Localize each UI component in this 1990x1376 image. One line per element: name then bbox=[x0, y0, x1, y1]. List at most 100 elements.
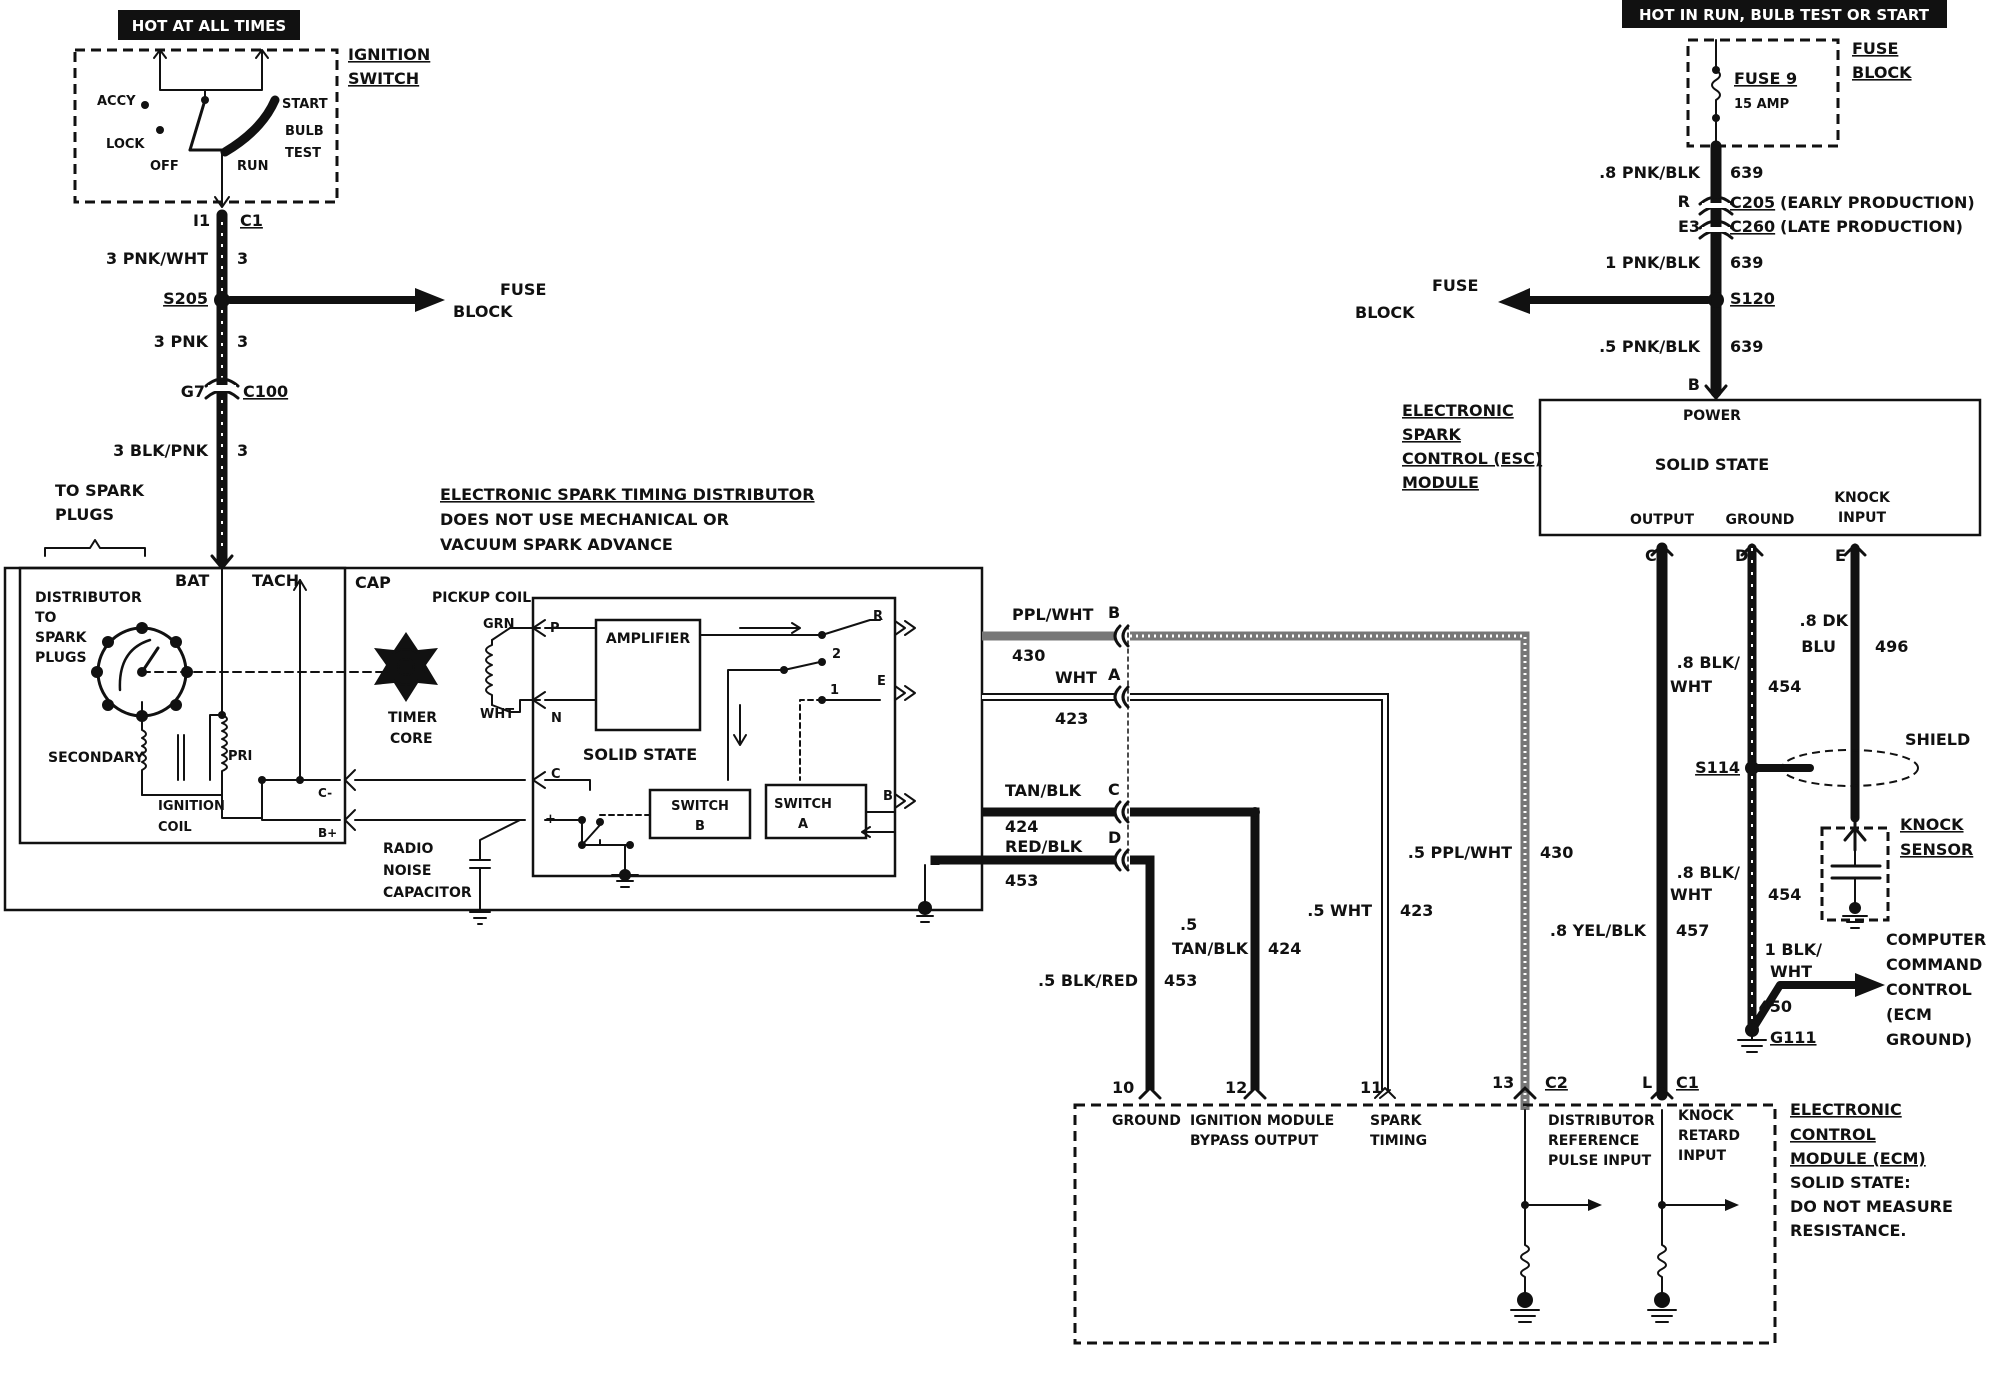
svg-text:MODULE: MODULE bbox=[1402, 473, 1479, 492]
svg-text:WHT: WHT bbox=[1670, 677, 1712, 696]
svg-text:TO: TO bbox=[35, 610, 57, 626]
svg-text:IGNITION: IGNITION bbox=[158, 799, 225, 814]
svg-text:S205: S205 bbox=[163, 289, 208, 308]
svg-text:ACCY: ACCY bbox=[97, 94, 136, 109]
svg-text:PPL/WHT: PPL/WHT bbox=[1012, 605, 1094, 624]
ignition-switch: IGNITION SWITCH ACCY LOCK OFF RUN START … bbox=[73, 45, 430, 230]
svg-text:GROUND: GROUND bbox=[1112, 1113, 1181, 1129]
svg-text:SWITCH: SWITCH bbox=[348, 69, 419, 88]
svg-text:COIL: COIL bbox=[158, 820, 192, 835]
svg-text:.8 BLK/: .8 BLK/ bbox=[1677, 863, 1741, 882]
svg-text:S114: S114 bbox=[1695, 758, 1740, 777]
svg-text:CAPACITOR: CAPACITOR bbox=[383, 885, 472, 901]
svg-text:NOISE: NOISE bbox=[383, 863, 431, 879]
svg-text:(ECM: (ECM bbox=[1886, 1005, 1932, 1024]
svg-text:FUSE 9: FUSE 9 bbox=[1734, 69, 1797, 88]
svg-text:639: 639 bbox=[1730, 253, 1763, 272]
svg-text:MODULE (ECM): MODULE (ECM) bbox=[1790, 1149, 1926, 1168]
svg-text:COMPUTER: COMPUTER bbox=[1886, 930, 1986, 949]
svg-text:2: 2 bbox=[832, 647, 841, 662]
svg-text:IGNITION: IGNITION bbox=[348, 45, 430, 64]
svg-text:FUSE: FUSE bbox=[500, 280, 546, 299]
svg-text:ELECTRONIC: ELECTRONIC bbox=[1402, 401, 1514, 420]
svg-text:E3: E3 bbox=[1678, 217, 1700, 236]
svg-text:(EARLY PRODUCTION): (EARLY PRODUCTION) bbox=[1780, 193, 1975, 212]
svg-text:AMPLIFIER: AMPLIFIER bbox=[606, 631, 690, 647]
svg-text:424: 424 bbox=[1005, 817, 1038, 836]
svg-text:C1: C1 bbox=[1676, 1073, 1699, 1092]
svg-text:.5 WHT: .5 WHT bbox=[1307, 901, 1372, 920]
svg-text:R: R bbox=[1678, 192, 1690, 211]
svg-text:.8 DK: .8 DK bbox=[1800, 611, 1849, 630]
svg-text:G7: G7 bbox=[181, 382, 205, 401]
svg-text:454: 454 bbox=[1768, 885, 1801, 904]
svg-text:RED/BLK: RED/BLK bbox=[1005, 837, 1083, 856]
svg-text:450: 450 bbox=[1759, 997, 1792, 1016]
ecm-module: 10 12 11 13 C2 GROUND IGNITION MODULE BY… bbox=[1073, 1073, 1953, 1345]
svg-text:GROUND): GROUND) bbox=[1886, 1030, 1972, 1049]
esc-module: ELECTRONIC SPARK CONTROL (ESC) MODULE PO… bbox=[1402, 398, 1982, 565]
svg-text:BLU: BLU bbox=[1801, 637, 1836, 656]
svg-text:A: A bbox=[1108, 665, 1121, 684]
svg-text:B+: B+ bbox=[318, 826, 337, 840]
svg-text:A: A bbox=[798, 817, 808, 832]
svg-text:TAN/BLK: TAN/BLK bbox=[1005, 781, 1082, 800]
svg-text:OFF: OFF bbox=[150, 159, 179, 174]
svg-text:C2: C2 bbox=[1545, 1073, 1568, 1092]
svg-text:TEST: TEST bbox=[285, 146, 321, 161]
svg-text:C-: C- bbox=[318, 786, 332, 800]
right-power-wire: .8 PNK/BLK 639 R C205 (EARLY PRODUCTION)… bbox=[1355, 140, 1975, 400]
svg-text:SWITCH: SWITCH bbox=[671, 799, 729, 814]
svg-text:SPARK: SPARK bbox=[1402, 425, 1461, 444]
svg-text:PICKUP COIL: PICKUP COIL bbox=[432, 590, 531, 606]
svg-text:457: 457 bbox=[1676, 921, 1709, 940]
svg-text:OUTPUT: OUTPUT bbox=[1630, 512, 1694, 528]
svg-text:KNOCK: KNOCK bbox=[1900, 815, 1964, 834]
svg-text:D: D bbox=[1108, 828, 1121, 847]
svg-text:3 BLK/PNK: 3 BLK/PNK bbox=[113, 441, 208, 460]
svg-text:BLOCK: BLOCK bbox=[1355, 303, 1415, 322]
svg-text:.8 YEL/BLK: .8 YEL/BLK bbox=[1550, 921, 1647, 940]
svg-text:453: 453 bbox=[1164, 971, 1197, 990]
svg-text:3 PNK: 3 PNK bbox=[154, 332, 209, 351]
svg-text:CAP: CAP bbox=[355, 573, 391, 592]
svg-text:L: L bbox=[1642, 1073, 1652, 1092]
svg-text:12: 12 bbox=[1225, 1078, 1247, 1097]
svg-text:CORE: CORE bbox=[390, 731, 433, 747]
svg-text:B: B bbox=[883, 789, 893, 804]
svg-text:.5: .5 bbox=[1180, 915, 1197, 934]
svg-text:424: 424 bbox=[1268, 939, 1301, 958]
svg-text:3: 3 bbox=[237, 332, 248, 351]
svg-text:.5 PPL/WHT: .5 PPL/WHT bbox=[1408, 843, 1512, 862]
svg-text:423: 423 bbox=[1055, 709, 1088, 728]
svg-text:SOLID STATE:: SOLID STATE: bbox=[1790, 1173, 1911, 1192]
distributor-output-wires: PPL/WHT 430 B WHT 423 A TAN/BLK 424 C RE… bbox=[930, 603, 1573, 1110]
svg-text:FUSE: FUSE bbox=[1852, 39, 1898, 58]
svg-text:DOES NOT USE MECHANICAL OR: DOES NOT USE MECHANICAL OR bbox=[440, 510, 729, 529]
svg-text:START: START bbox=[282, 97, 328, 112]
svg-text:PLUGS: PLUGS bbox=[35, 650, 87, 666]
svg-text:E: E bbox=[1835, 546, 1846, 565]
svg-text:ELECTRONIC: ELECTRONIC bbox=[1790, 1100, 1902, 1119]
svg-text:CONTROL (ESC): CONTROL (ESC) bbox=[1402, 449, 1542, 468]
hot-at-all-times-banner: HOT AT ALL TIMES bbox=[118, 10, 300, 40]
to-spark-plugs-label: TO SPARK PLUGS bbox=[44, 481, 146, 557]
svg-text:PLUGS: PLUGS bbox=[55, 505, 114, 524]
svg-text:RESISTANCE.: RESISTANCE. bbox=[1790, 1221, 1906, 1240]
svg-text:.5 BLK/RED: .5 BLK/RED bbox=[1038, 971, 1138, 990]
svg-text:BLOCK: BLOCK bbox=[453, 302, 513, 321]
svg-text:TO SPARK: TO SPARK bbox=[55, 481, 145, 500]
svg-text:430: 430 bbox=[1540, 843, 1573, 862]
svg-text:COMMAND: COMMAND bbox=[1886, 955, 1982, 974]
svg-text:SPARK: SPARK bbox=[35, 630, 88, 646]
svg-text:3 PNK/WHT: 3 PNK/WHT bbox=[106, 249, 208, 268]
svg-text:C: C bbox=[551, 767, 561, 782]
svg-text:(LATE PRODUCTION): (LATE PRODUCTION) bbox=[1780, 217, 1963, 236]
svg-text:WHT: WHT bbox=[1670, 885, 1712, 904]
svg-text:423: 423 bbox=[1400, 901, 1433, 920]
svg-text:SENSOR: SENSOR bbox=[1900, 840, 1973, 859]
svg-text:LOCK: LOCK bbox=[106, 137, 145, 152]
svg-text:DO NOT MEASURE: DO NOT MEASURE bbox=[1790, 1197, 1953, 1216]
svg-text:13: 13 bbox=[1492, 1073, 1514, 1092]
